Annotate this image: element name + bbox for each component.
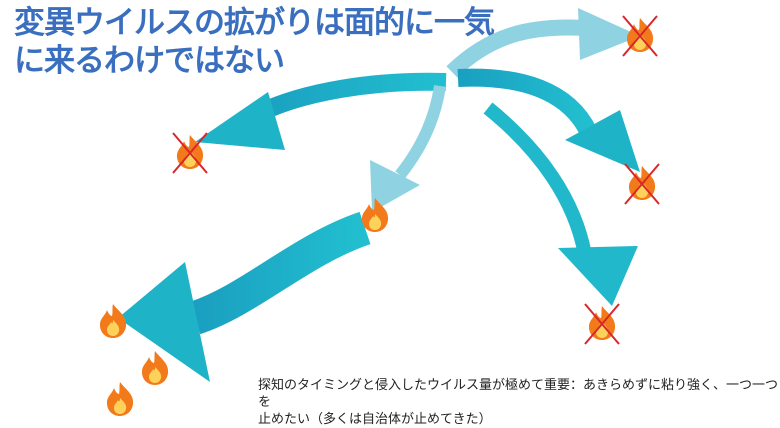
footnote-line-2: 止めたい（多くは自治体が止めてきた） bbox=[258, 412, 492, 427]
outbreak-bottom-right bbox=[584, 303, 620, 345]
outbreak-top-right bbox=[622, 15, 658, 57]
outbreak-bottom-left-2 bbox=[142, 351, 169, 385]
outbreak-bottom-left-3 bbox=[107, 382, 134, 416]
arrow-to-bottom-right bbox=[483, 102, 638, 306]
title-line-2: に来るわけではない bbox=[14, 43, 285, 79]
arrow-big-to-bottom-left bbox=[118, 211, 371, 382]
outbreak-left bbox=[172, 132, 208, 174]
page-title: 変異ウイルスの拡がりは面的に一気 に来るわけではない bbox=[14, 4, 495, 80]
arrow-to-center bbox=[370, 85, 446, 212]
title-line-1: 変異ウイルスの拡がりは面的に一気 bbox=[14, 5, 495, 41]
arrow-to-top-right bbox=[446, 8, 640, 78]
footnote-line-1: 探知のタイミングと侵入したウイルス量が極めて重要：あきらめずに粘り強く、一つ一つ… bbox=[258, 378, 779, 410]
arrow-to-left bbox=[195, 72, 447, 150]
footnote: 探知のタイミングと侵入したウイルス量が極めて重要：あきらめずに粘り強く、一つ一つ… bbox=[258, 377, 778, 428]
outbreak-right-middle bbox=[624, 163, 660, 205]
arrow-to-right-middle bbox=[457, 68, 640, 172]
outbreak-bottom-left-1 bbox=[100, 304, 127, 338]
